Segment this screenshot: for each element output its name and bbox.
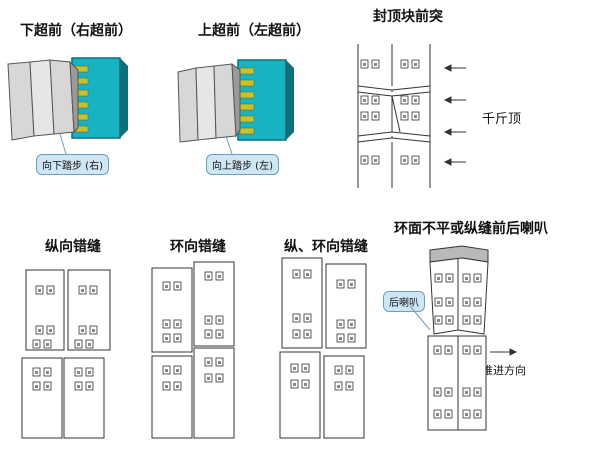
advance-direction-label: 推进方向 bbox=[482, 364, 526, 377]
jack-arrows bbox=[443, 64, 466, 166]
both-misalign-figure bbox=[279, 257, 367, 439]
key-block-protrude-figure bbox=[357, 44, 431, 188]
circumferential-misalign-figure bbox=[151, 261, 235, 439]
jack-label: 千斤顶 bbox=[482, 112, 522, 127]
title-down-overcut: 下超前（右超前） bbox=[20, 23, 132, 39]
title-key-block-protrude: 封顶块前突 bbox=[373, 9, 443, 25]
shield-machine-up bbox=[177, 59, 294, 155]
title-both-misalign: 纵、环向错缝 bbox=[284, 239, 368, 255]
title-longitudinal-misalign: 纵向错缝 bbox=[45, 239, 101, 255]
title-uneven-ring-face: 环面不平或纵缝前后喇叭 bbox=[394, 221, 548, 237]
step-down-right-callout: 向下踏步 (右) bbox=[36, 154, 109, 175]
rear-flare-callout: 后喇叭 bbox=[383, 291, 425, 312]
longitudinal-misalign-figure bbox=[21, 269, 111, 439]
step-up-left-callout: 向上踏步 (左) bbox=[206, 154, 279, 175]
advance-direction-arrow bbox=[490, 348, 518, 356]
rear-flare-pointer bbox=[409, 305, 431, 331]
key-block-bolts bbox=[360, 59, 420, 165]
shield-machine-down bbox=[7, 57, 128, 155]
title-up-overcut: 上超前（左超前） bbox=[198, 23, 310, 39]
title-circumferential-misalign: 环向错缝 bbox=[170, 239, 226, 255]
